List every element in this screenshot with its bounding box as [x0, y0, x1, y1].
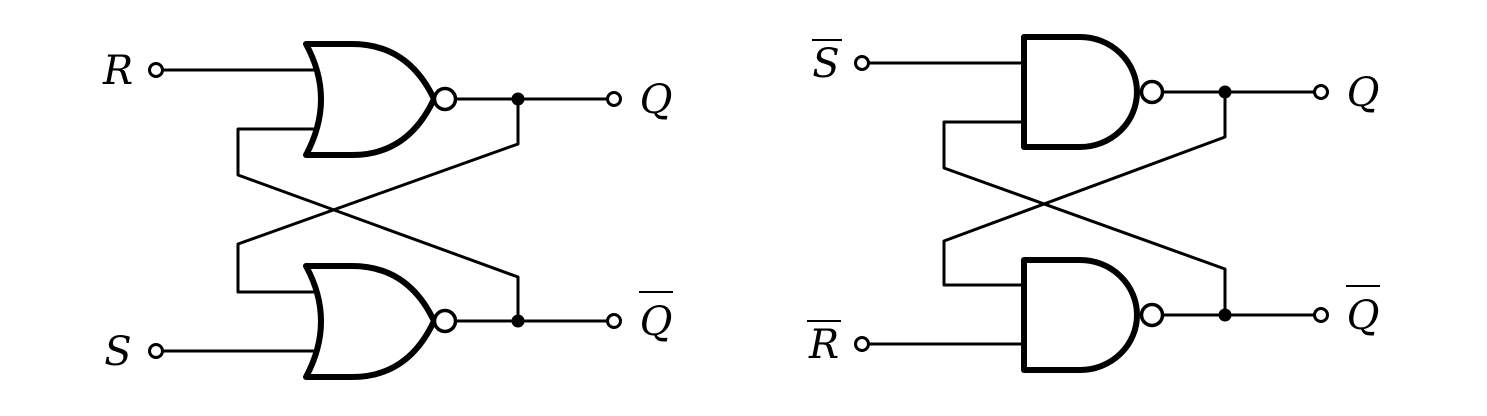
feedback-wire-qbar-to-upper-gate — [236, 127, 520, 321]
label-qbar: Q — [1347, 293, 1380, 339]
label-q: Q — [640, 77, 673, 123]
terminal-q — [1313, 84, 1329, 100]
feedback-wire-q-to-lower-gate — [236, 99, 520, 294]
inverter-bubble-lower — [432, 308, 458, 334]
feedback-wire-q-to-lower-gate — [942, 92, 1227, 287]
terminal-sbar — [854, 55, 870, 71]
terminal-q — [606, 91, 622, 107]
junction-dot-q — [1218, 85, 1232, 99]
label-qbar: Q — [640, 299, 673, 345]
nor-gate-lower — [303, 263, 437, 380]
feedback-wire-qbar-to-upper-gate — [942, 120, 1227, 315]
nor-gate-upper — [303, 41, 437, 158]
nor-sr-latch: R S Q Q — [102, 41, 673, 380]
label-s: S — [104, 329, 131, 375]
terminal-qbar — [606, 313, 622, 329]
terminal-s — [148, 343, 164, 359]
nand-gate-lower — [1021, 257, 1140, 373]
nand-gate-upper — [1021, 34, 1140, 150]
label-r: R — [102, 48, 133, 94]
junction-dot-qbar — [1218, 308, 1232, 322]
terminal-rbar — [854, 336, 870, 352]
inverter-bubble-upper — [432, 86, 458, 112]
junction-dot-q — [511, 92, 525, 106]
junction-dot-qbar — [511, 314, 525, 328]
nand-sr-latch: S R Q Q — [807, 34, 1380, 373]
terminal-r — [148, 62, 164, 78]
inverter-bubble-upper — [1139, 79, 1165, 105]
label-rbar: R — [808, 322, 839, 368]
label-sbar: S — [812, 41, 839, 87]
terminal-qbar — [1313, 307, 1329, 323]
label-q: Q — [1347, 70, 1380, 116]
inverter-bubble-lower — [1139, 302, 1165, 328]
